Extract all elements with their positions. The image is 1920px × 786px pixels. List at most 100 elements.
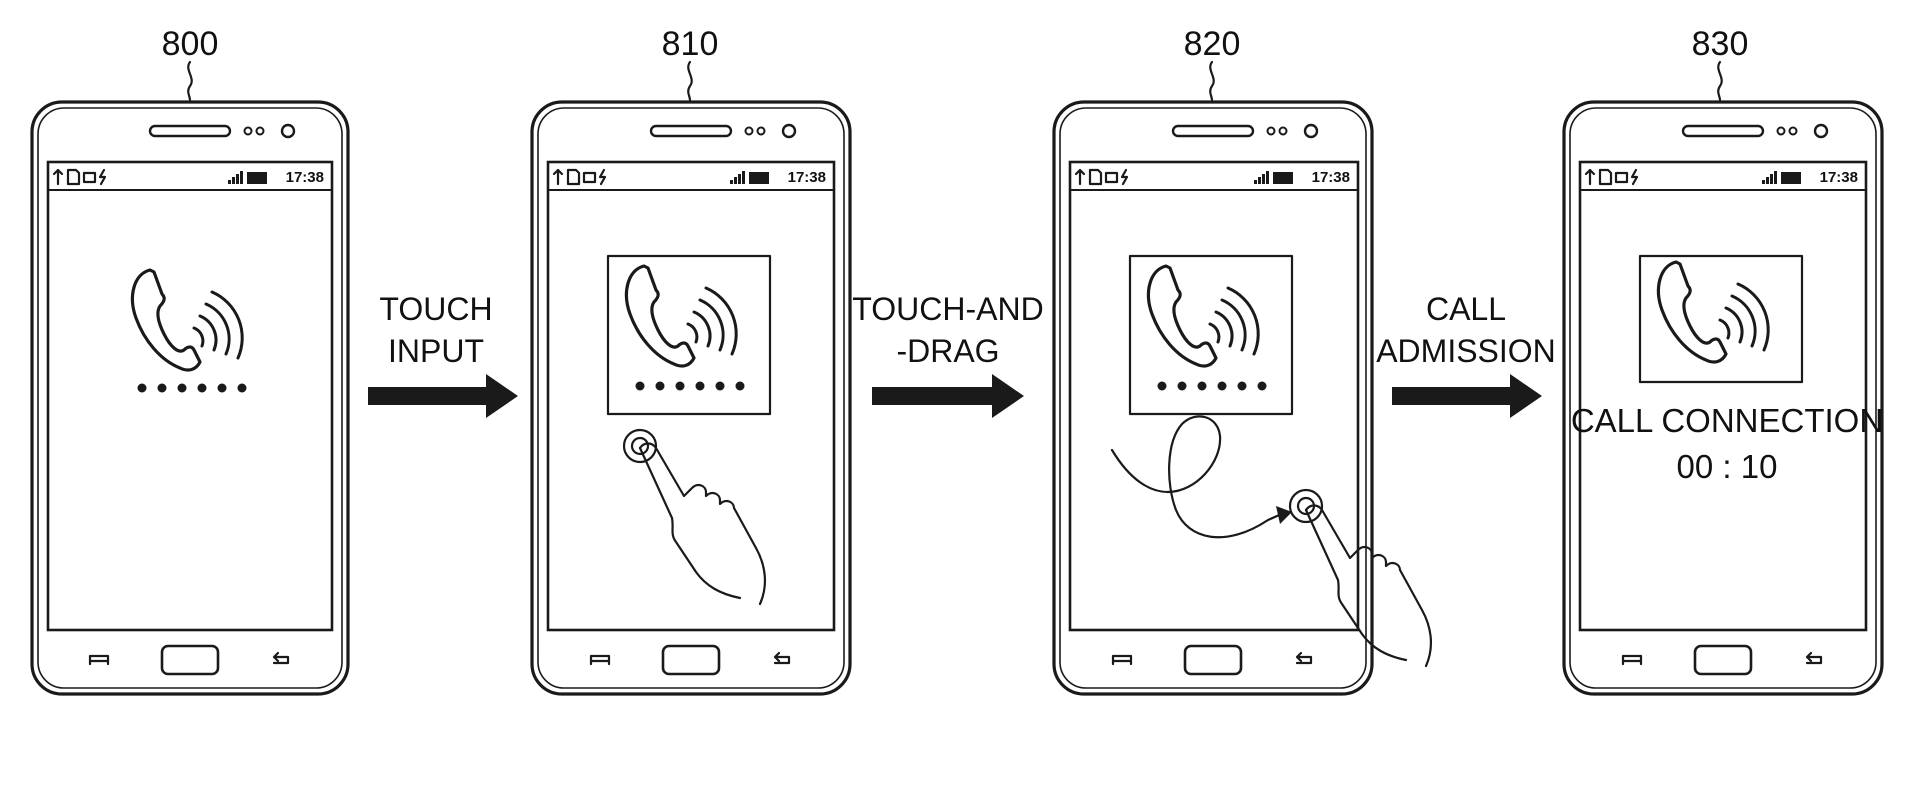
document-icon: [1598, 168, 1613, 186]
transition-label-line1: TOUCH: [379, 291, 492, 327]
usb-icon: [1584, 168, 1596, 186]
touch-point-icon: [1288, 488, 1324, 524]
phone-screen[interactable]: [546, 160, 836, 632]
transition-label-line2: INPUT: [388, 333, 484, 369]
phone-label-820: 820: [1184, 25, 1241, 63]
leader-line-830: [1717, 60, 1723, 102]
phone-label-800: 800: [162, 25, 219, 63]
right-arrow-icon: [872, 374, 1024, 418]
phone-device-820: 17:38: [1052, 100, 1374, 696]
phone-screen[interactable]: [1578, 160, 1868, 632]
right-arrow-icon: [368, 374, 518, 418]
menu-key-icon[interactable]: [589, 654, 611, 666]
front-camera: [781, 123, 797, 139]
touch-point-icon: [622, 428, 658, 464]
incoming-call-card[interactable]: [1128, 254, 1294, 416]
bolt-icon: [1630, 168, 1639, 186]
screen-830-content: CALL CONNECTION 00 : 10: [1571, 254, 1883, 485]
screen-820-content: [1110, 254, 1433, 668]
transition-label-line1: CALL: [1426, 291, 1506, 327]
back-key-icon[interactable]: [773, 651, 791, 665]
signal-icon: [730, 171, 745, 184]
status-bar: 17:38: [552, 168, 826, 186]
home-key-icon[interactable]: [661, 644, 721, 676]
front-camera: [280, 123, 296, 139]
transition-touch-and-drag: TOUCH-AND -DRAG: [852, 291, 1044, 418]
leader-line-800: [187, 60, 193, 102]
battery-icon: [1273, 172, 1293, 184]
sensor-dot: [756, 126, 766, 136]
back-key-icon[interactable]: [1805, 651, 1823, 665]
status-bar-time: 17:38: [788, 169, 826, 186]
menu-key-icon[interactable]: [1111, 654, 1133, 666]
front-camera: [1303, 123, 1319, 139]
leader-line-820: [1209, 60, 1215, 102]
earpiece-speaker: [1681, 124, 1765, 138]
phone-screen[interactable]: [46, 160, 334, 632]
call-card: [1638, 254, 1804, 384]
battery-icon: [749, 172, 769, 184]
status-bar: 17:38: [1074, 168, 1350, 186]
sensor-dot: [1776, 126, 1786, 136]
phone-label-810: 810: [662, 25, 719, 63]
earpiece-speaker: [649, 124, 733, 138]
sensor-dot: [1788, 126, 1798, 136]
signal-icon: [1254, 171, 1269, 184]
transition-label-line1: TOUCH-AND: [852, 291, 1043, 327]
front-camera: [1813, 123, 1829, 139]
transition-label-line2: -DRAG: [896, 333, 999, 369]
menu-key-icon[interactable]: [88, 654, 110, 666]
right-arrow-icon: [1392, 374, 1542, 418]
signal-icon: [228, 171, 243, 184]
sensor-dot: [255, 126, 265, 136]
mail-icon: [1614, 171, 1629, 184]
transition-call-admission: CALL ADMISSION: [1376, 291, 1556, 418]
status-bar-time: 17:38: [286, 169, 324, 186]
document-icon: [1088, 168, 1103, 186]
phone-device-810: 17:38: [530, 100, 852, 696]
bolt-icon: [598, 168, 607, 186]
battery-icon: [1781, 172, 1801, 184]
call-timer-text: 00 : 10: [1677, 448, 1778, 485]
home-key-icon[interactable]: [1693, 644, 1753, 676]
signal-icon: [1762, 171, 1777, 184]
leader-line-810: [687, 60, 693, 102]
drag-path-icon: [1110, 415, 1288, 539]
mail-icon: [1104, 171, 1119, 184]
bolt-icon: [1120, 168, 1129, 186]
earpiece-speaker: [148, 124, 232, 138]
phone-label-830: 830: [1692, 25, 1749, 63]
transition-touch-input: TOUCH INPUT: [368, 291, 518, 418]
pagination-dots: [137, 383, 247, 393]
transition-label-line2: ADMISSION: [1376, 333, 1556, 369]
home-key-icon[interactable]: [1183, 644, 1243, 676]
usb-icon: [1074, 168, 1086, 186]
mail-icon: [582, 171, 597, 184]
back-key-icon[interactable]: [1295, 651, 1313, 665]
bolt-icon: [98, 168, 107, 186]
sensor-dot: [243, 126, 253, 136]
back-key-icon[interactable]: [272, 651, 290, 665]
status-bar: 17:38: [1584, 168, 1858, 186]
incoming-call-card[interactable]: [606, 254, 772, 416]
status-bar-time: 17:38: [1820, 169, 1858, 186]
home-key-icon[interactable]: [160, 644, 220, 676]
pagination-dots: [635, 381, 745, 391]
phone-screen[interactable]: [1068, 160, 1360, 632]
document-icon: [66, 168, 81, 186]
pagination-dots: [1157, 381, 1267, 391]
mail-icon: [82, 171, 97, 184]
sensor-dot: [1278, 126, 1288, 136]
screen-810-content: [606, 254, 772, 606]
phone-device-830: 17:38: [1562, 100, 1884, 696]
sensor-dot: [1266, 126, 1276, 136]
screen-800-content: [130, 268, 247, 393]
menu-key-icon[interactable]: [1621, 654, 1643, 666]
phone-device-800: 17:38: [30, 100, 350, 696]
usb-icon: [552, 168, 564, 186]
battery-icon: [247, 172, 267, 184]
usb-icon: [52, 168, 64, 186]
sensor-dot: [744, 126, 754, 136]
call-status-text: CALL CONNECTION: [1571, 402, 1883, 439]
